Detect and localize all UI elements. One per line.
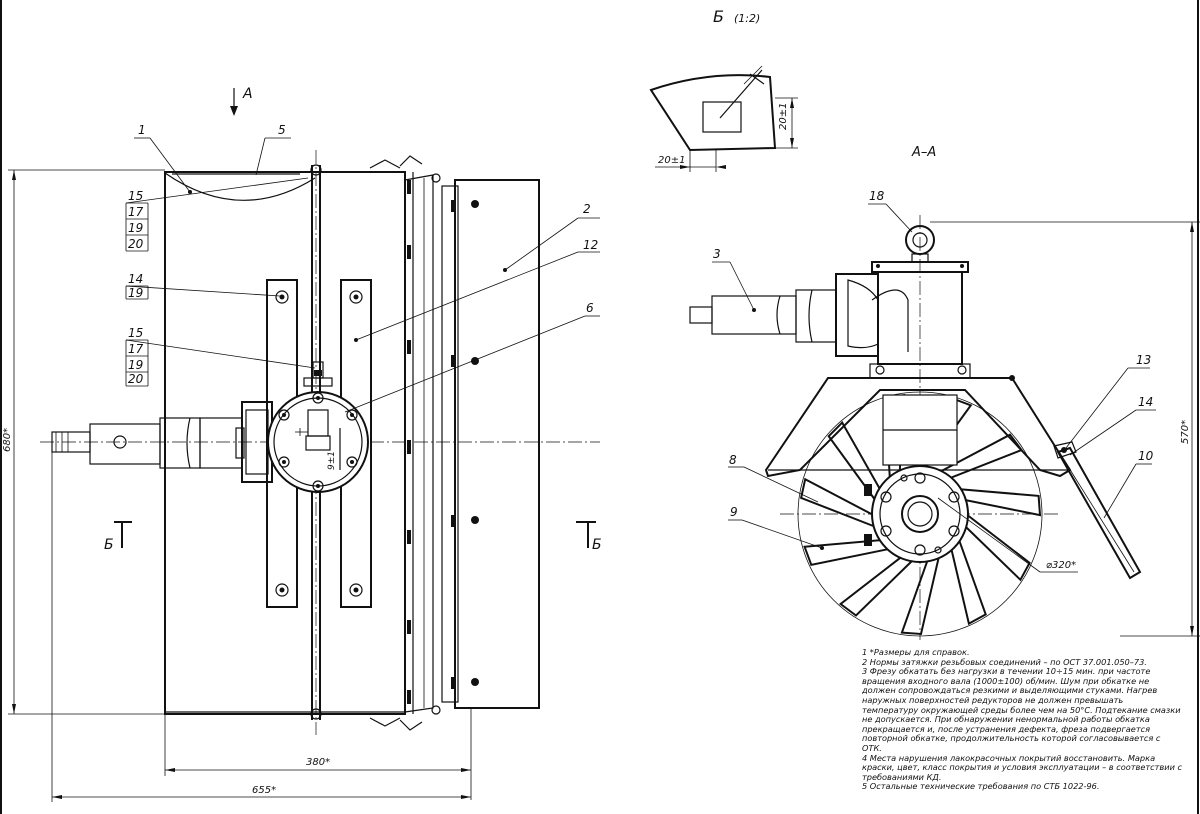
- section-aa-title: А–А: [911, 145, 936, 160]
- rotor-blade: [803, 538, 892, 566]
- detail-b-dim-horizontal: 20±1: [658, 155, 685, 166]
- support-rod: [1053, 441, 1142, 580]
- note-5: 5 Остальные технические требования по СТ…: [862, 781, 1100, 792]
- callout-1: 1: [138, 123, 146, 137]
- callout-group-1-item-1: 15: [128, 189, 143, 203]
- rotor-blade: [950, 536, 987, 626]
- callout-group-3-item-2: 17: [128, 342, 144, 356]
- callout-5: 5: [278, 123, 286, 137]
- dim-width-inner: [164, 708, 472, 800]
- note-2: 2 Нормы затяжки резьбовых соединений – п…: [862, 656, 1147, 667]
- bolt-right-bottom: [349, 583, 363, 597]
- cut-label-left: Б: [104, 537, 114, 553]
- callout-group-3-item-4: 20: [128, 372, 144, 386]
- note-3: 3 Фрезу обкатать без нагрузки в течении …: [862, 666, 1181, 753]
- dim-width-total-label: 655*: [252, 785, 276, 796]
- callout-13: 13: [1136, 353, 1151, 367]
- callout-6: 6: [586, 301, 594, 315]
- note-1: 1 *Размеры для справок.: [862, 648, 970, 657]
- callout-group-3: [125, 339, 149, 387]
- dim-section-height-label: 570*: [1180, 420, 1191, 444]
- hinge-marks: [407, 180, 411, 704]
- section-gearbox: [689, 261, 971, 379]
- input-shaft: [51, 417, 245, 469]
- callout-8: 8: [729, 453, 737, 467]
- section-aa: А–А: [689, 145, 1200, 640]
- dim-width-inner-label: 380*: [306, 757, 330, 768]
- rotor-blade: [838, 555, 916, 617]
- callout-group-1: [125, 202, 149, 252]
- front-callout-leaders: [125, 137, 600, 413]
- callout-group-1-item-2: 17: [128, 205, 144, 219]
- callout-group-2: [125, 285, 149, 300]
- cut-label-right: Б: [592, 537, 602, 553]
- callout-group-2-item-2: 19: [128, 286, 143, 300]
- bolt-left-top: [275, 290, 289, 304]
- callout-12: 12: [583, 238, 598, 252]
- dim-key-gap-label: 9±1: [327, 451, 337, 470]
- lifting-eye: [905, 225, 935, 263]
- callout-group-2-item-1: 14: [128, 272, 143, 286]
- callout-group-3-item-1: 15: [128, 326, 143, 340]
- view-a-label: А: [242, 86, 253, 102]
- callout-2: 2: [583, 202, 591, 216]
- bolt-left-bottom: [275, 583, 289, 597]
- bolt-right-top: [349, 290, 363, 304]
- section-callout-leaders: [712, 203, 1156, 573]
- dim-height: [8, 169, 165, 715]
- detail-b: Б (1:2) 20±1 20±1: [649, 7, 798, 172]
- dim-diameter-label: ⌀320*: [1046, 560, 1076, 571]
- front-view: 1 5 15 17 19 20 14 19 15 17 19 20 2 12 6…: [2, 86, 602, 802]
- callout-9: 9: [730, 505, 738, 519]
- flange-bolts: [278, 392, 358, 492]
- cut-marker-right: [576, 521, 596, 548]
- callout-group-3-item-3: 19: [128, 358, 143, 372]
- dim-section-height: [930, 221, 1200, 637]
- rotor-blade: [957, 487, 1042, 517]
- callout-10: 10: [1138, 449, 1154, 463]
- hub-bolts: [880, 472, 960, 556]
- rotor-blade: [900, 554, 941, 636]
- callout-3: 3: [713, 247, 721, 261]
- detail-b-title: Б: [713, 7, 724, 26]
- detail-b-dim-vertical: 20±1: [778, 103, 789, 130]
- view-a-arrow: [230, 88, 238, 116]
- callout-18: 18: [869, 189, 885, 203]
- cut-marker-left: [114, 521, 132, 548]
- dim-height-label: 680*: [2, 428, 13, 452]
- technical-notes: 1 *Размеры для справок. 2 Нормы затяжки …: [862, 648, 1182, 814]
- callout-14: 14: [1138, 395, 1153, 409]
- callout-group-1-item-3: 19: [128, 221, 143, 235]
- dim-width-total: [51, 452, 471, 802]
- callout-group-1-item-4: 20: [128, 237, 144, 251]
- gearbox: [241, 361, 369, 493]
- rotor: [797, 391, 1043, 637]
- note-4: 4 Места нарушения лакокрасочных покрытий…: [862, 752, 1182, 782]
- detail-b-scale: (1:2): [734, 12, 760, 25]
